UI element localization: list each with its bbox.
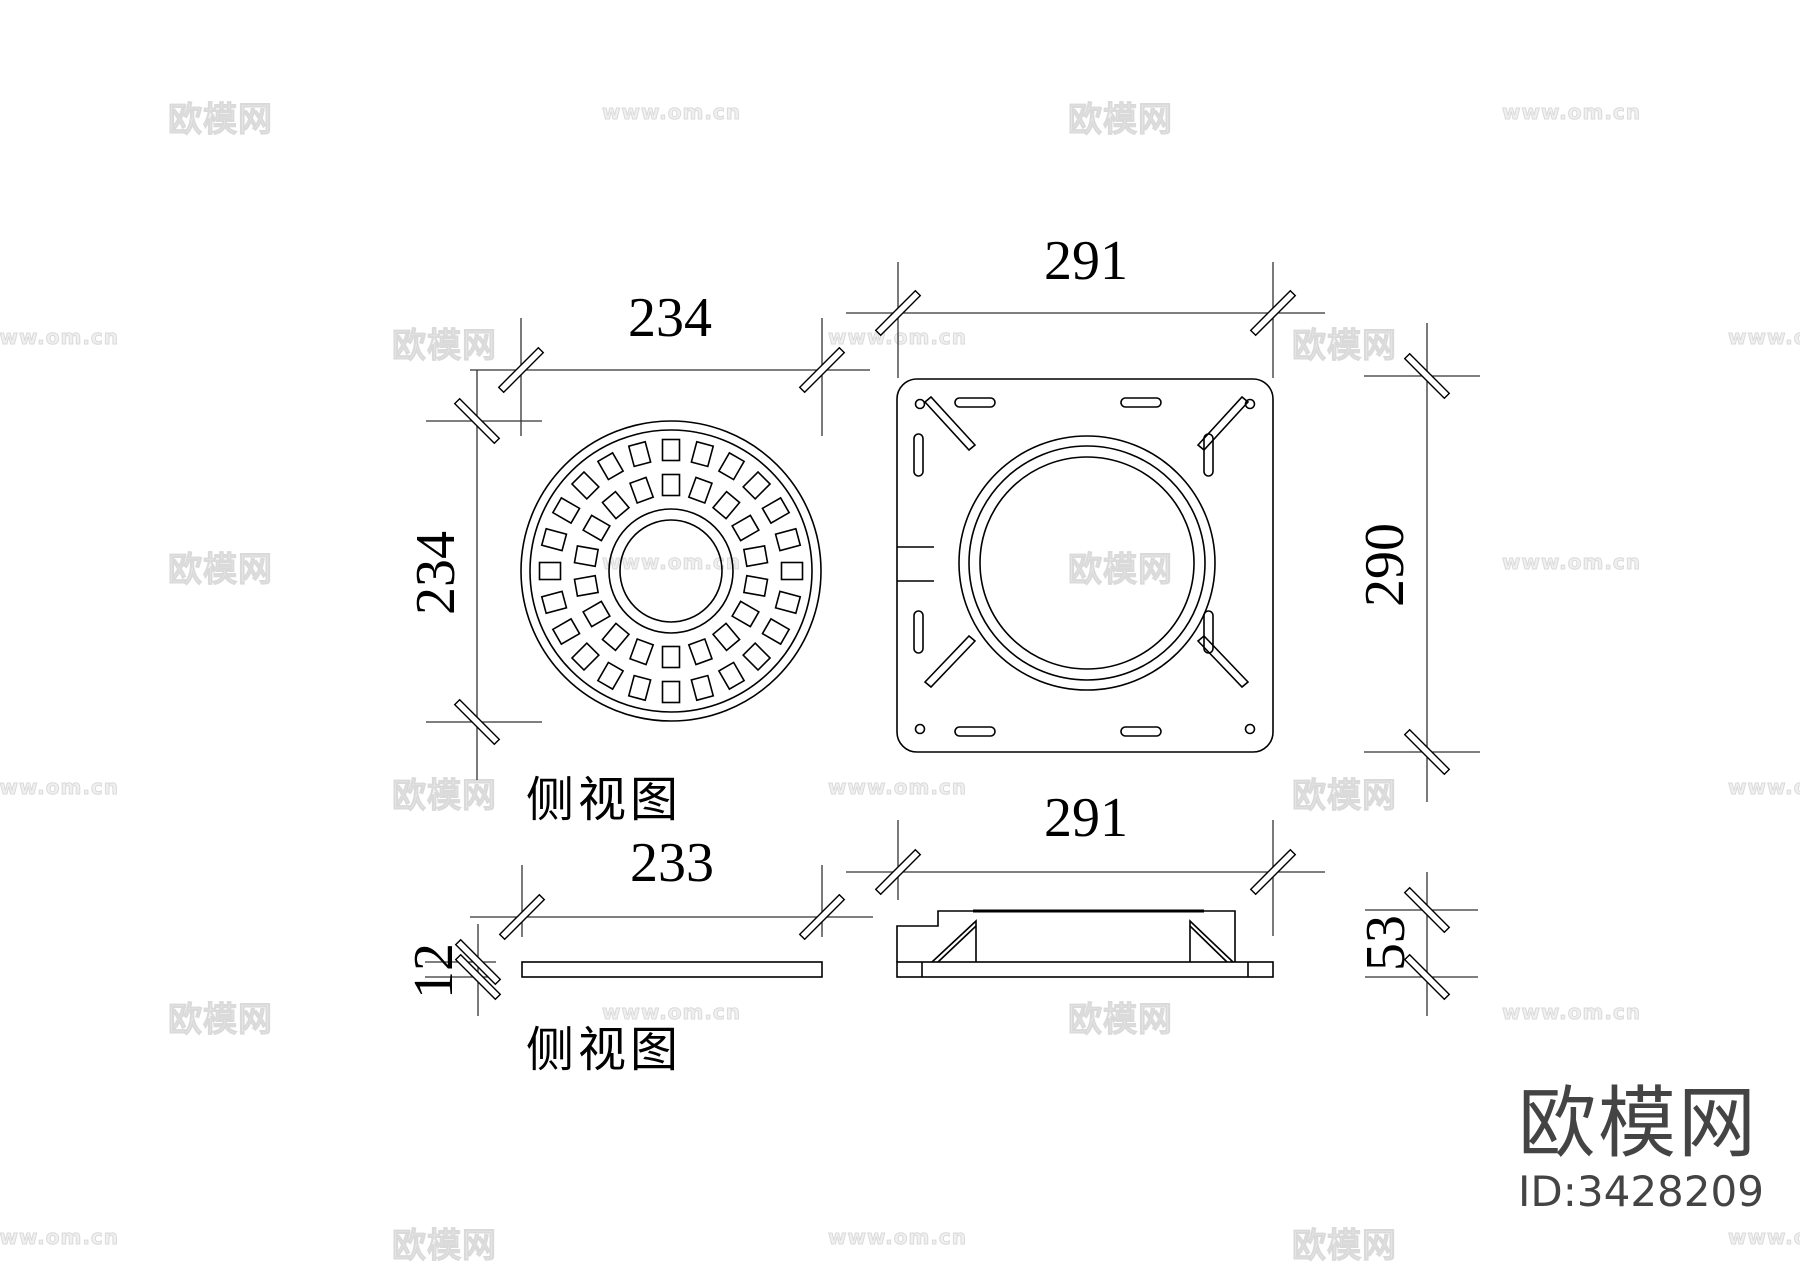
dimension-line-frame-width — [846, 262, 1325, 378]
dimension-line-cover-side-width — [470, 865, 873, 941]
grate-slot — [742, 470, 772, 500]
frame-side-view — [846, 820, 1478, 1016]
watermark-url: www.om.cn — [601, 550, 742, 575]
grate-slot — [687, 476, 714, 504]
grate-slot — [596, 661, 625, 691]
grate-slot — [551, 496, 581, 525]
grate-slot — [628, 476, 655, 504]
watermark-cn: 欧模网 — [392, 776, 497, 817]
grate-slot — [540, 590, 568, 615]
grate-slot — [582, 600, 611, 628]
frame-top-view — [846, 262, 1480, 802]
model-id: ID:3428209 — [1518, 1167, 1764, 1216]
grate-slot — [601, 490, 631, 520]
grate-slot — [731, 600, 760, 628]
grate-slot — [711, 622, 741, 652]
grate-slot — [551, 617, 581, 646]
cover-side-view — [425, 865, 873, 1016]
grate-slot — [717, 661, 746, 691]
dimension-line-frame-height-side — [1365, 872, 1478, 1016]
grate-slots-outer — [538, 438, 804, 704]
watermark-url: www.om.cn — [0, 775, 120, 800]
grate-slot — [627, 440, 652, 468]
dim-frame-height: 290 — [1354, 523, 1416, 607]
cover-top-view — [426, 318, 870, 780]
grate-slot — [687, 638, 714, 666]
brand-logo: 欧模网 — [1518, 1079, 1759, 1169]
grate-slot — [731, 514, 760, 542]
watermark-url: www.om.cn — [0, 325, 120, 350]
watermark-cn: 欧模网 — [1068, 100, 1173, 141]
watermark-url: www.om.cn — [827, 1225, 968, 1250]
dimension-line-cover-thickness — [425, 924, 502, 1016]
dimension-line-cover-width — [470, 318, 870, 436]
grate-slot — [573, 574, 600, 598]
watermark-url: www.om.cn — [601, 1000, 742, 1025]
watermark-url: www.om.cn — [601, 100, 742, 125]
watermark-cn: 欧模网 — [168, 100, 273, 141]
grate-slot — [601, 622, 631, 652]
grate-slot — [661, 680, 681, 704]
dimension-line-frame-side-width — [846, 820, 1325, 936]
grate-slot — [761, 617, 791, 646]
watermark-url: www.om.cn — [1727, 775, 1800, 800]
grate-slot — [628, 638, 655, 666]
grate-slot — [780, 561, 804, 581]
grate-slot — [661, 438, 681, 462]
grate-slot — [573, 544, 600, 568]
dim-cover-width: 234 — [628, 287, 712, 349]
watermark-cn: 欧模网 — [392, 1226, 497, 1267]
grate-slot — [761, 496, 791, 525]
watermark-cn: 欧模网 — [1292, 326, 1397, 367]
dim-cover-height: 234 — [405, 531, 467, 615]
watermark-cn: 欧模网 — [168, 1000, 273, 1041]
grate-slot — [711, 490, 741, 520]
watermark-cn: 欧模网 — [1068, 1000, 1173, 1041]
grate-slot — [661, 473, 681, 497]
watermark-url: www.om.cn — [827, 775, 968, 800]
grate-slot — [774, 590, 802, 615]
watermark-cn: 欧模网 — [392, 326, 497, 367]
view-caption-cover-side: 侧视图 — [526, 1022, 683, 1078]
grate-slot — [540, 527, 568, 552]
grate-slots-inner — [573, 473, 769, 669]
grate-slot — [774, 527, 802, 552]
watermark-url: www.om.cn — [1501, 550, 1642, 575]
watermark-cn: 欧模网 — [1292, 1226, 1397, 1267]
watermark-cn: 欧模网 — [168, 550, 273, 591]
grate-slot — [742, 642, 772, 672]
watermark-url: www.om.cn — [1727, 1225, 1800, 1250]
dim-cover-thickness: 12 — [403, 943, 465, 999]
watermark-cn: 欧模网 — [1068, 550, 1173, 591]
dim-frame-side-height: 53 — [1355, 915, 1417, 971]
dim-cover-side-width: 233 — [630, 832, 714, 894]
grate-slot — [627, 674, 652, 702]
watermark-url: www.om.cn — [1727, 325, 1800, 350]
grate-slot — [742, 574, 769, 598]
grate-slot — [742, 544, 769, 568]
grate-slot — [570, 642, 600, 672]
dimension-line-frame-height — [1364, 323, 1480, 802]
watermark-url: www.om.cn — [1501, 100, 1642, 125]
watermark-url: www.om.cn — [1501, 1000, 1642, 1025]
frame-ribs — [923, 395, 1250, 689]
watermark-cn: 欧模网 — [1292, 776, 1397, 817]
dim-frame-width: 291 — [1044, 230, 1128, 292]
watermark-url: www.om.cn — [0, 1225, 120, 1250]
grate-slot — [717, 451, 746, 481]
view-caption-cover-top: 侧视图 — [526, 772, 683, 828]
dimension-line-cover-height — [426, 370, 542, 780]
grate-slot — [538, 561, 562, 581]
grate-slot — [690, 440, 715, 468]
brand-block: 欧模网 ID:3428209 — [1518, 1085, 1764, 1213]
watermark-url: www.om.cn — [827, 325, 968, 350]
grate-slot — [582, 514, 611, 542]
grate-slot — [661, 645, 681, 669]
grate-slot — [570, 470, 600, 500]
grate-slot — [596, 451, 625, 481]
grate-slot — [690, 674, 715, 702]
dim-frame-side-width: 291 — [1044, 787, 1128, 849]
